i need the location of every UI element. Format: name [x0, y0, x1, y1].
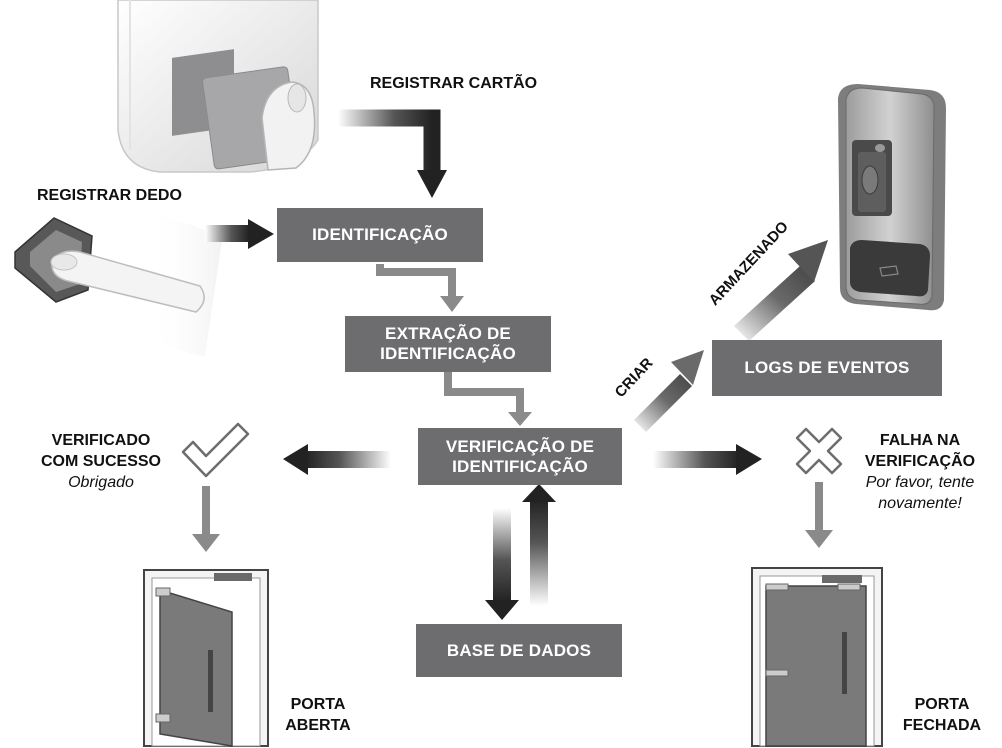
arrow-verificacao-to-base	[485, 508, 519, 620]
box-identificacao-label: IDENTIFICAÇÃO	[312, 225, 448, 244]
fingerprint-scanner-illustration	[14, 215, 222, 356]
label-sucesso-sub: Obrigado	[68, 474, 134, 491]
box-identificacao: IDENTIFICAÇÃO	[277, 208, 483, 262]
box-extracao-line1: EXTRAÇÃO DE	[385, 324, 511, 343]
arrow-card-to-identificacao	[338, 109, 447, 198]
box-base-de-dados: BASE DE DADOS	[416, 624, 622, 677]
label-falha-line2: VERIFICAÇÃO	[864, 453, 976, 470]
arrow-finger-to-identificacao	[205, 219, 274, 249]
label-sucesso-line1: VERIFICADO	[51, 432, 151, 449]
arrow-identificacao-to-extracao	[376, 264, 464, 312]
box-verificacao: VERIFICAÇÃO DE IDENTIFICAÇÃO	[418, 428, 622, 485]
label-falha-sub1: Por favor, tente	[865, 474, 975, 491]
arrow-failure-to-door	[805, 482, 833, 548]
label-falha-line1: FALHA NA	[879, 432, 961, 449]
arrow-criar-to-logs	[634, 350, 704, 432]
arrow-base-to-verificacao	[522, 484, 556, 606]
arrow-armazenado-to-terminal	[734, 240, 828, 341]
box-logs: LOGS DE EVENTOS	[712, 340, 942, 396]
label-porta-fechada: PORTA FECHADA	[894, 694, 990, 736]
box-extracao: EXTRAÇÃO DE IDENTIFICAÇÃO	[345, 316, 551, 372]
check-icon	[181, 422, 250, 478]
access-terminal-illustration	[838, 84, 946, 311]
closed-door-illustration	[751, 567, 883, 747]
arrow-success-to-door	[192, 486, 220, 552]
box-verificacao-line1: VERIFICAÇÃO DE	[445, 436, 595, 456]
card-reader-illustration	[117, 0, 319, 173]
label-registrar-cartao: REGISTRAR CARTÃO	[370, 75, 538, 92]
arrow-extracao-to-verificacao	[444, 370, 532, 426]
box-logs-label: LOGS DE EVENTOS	[744, 358, 910, 377]
arrow-to-failure	[653, 444, 762, 475]
arrow-to-success	[283, 444, 391, 475]
cross-icon	[795, 427, 843, 475]
label-falha-sub2: novamente!	[878, 495, 962, 512]
box-base-label: BASE DE DADOS	[446, 640, 592, 660]
label-registrar-dedo: REGISTRAR DEDO	[37, 187, 182, 204]
label-porta-fechada-line2: FECHADA	[902, 717, 982, 734]
box-verificacao-line2: IDENTIFICAÇÃO	[452, 456, 588, 476]
label-porta-aberta-line2: ABERTA	[285, 717, 351, 734]
label-porta-fechada-line1: PORTA	[914, 696, 970, 713]
label-sucesso: VERIFICADO COM SUCESSO Obrigado	[20, 430, 182, 493]
label-porta-aberta: PORTA ABERTA	[278, 694, 358, 736]
box-extracao-line2: IDENTIFICAÇÃO	[380, 344, 516, 363]
label-porta-aberta-line1: PORTA	[290, 696, 346, 713]
label-sucesso-line2: COM SUCESSO	[40, 453, 161, 470]
open-door-illustration	[143, 569, 269, 747]
label-falha: FALHA NA VERIFICAÇÃO Por favor, tente no…	[844, 430, 996, 514]
